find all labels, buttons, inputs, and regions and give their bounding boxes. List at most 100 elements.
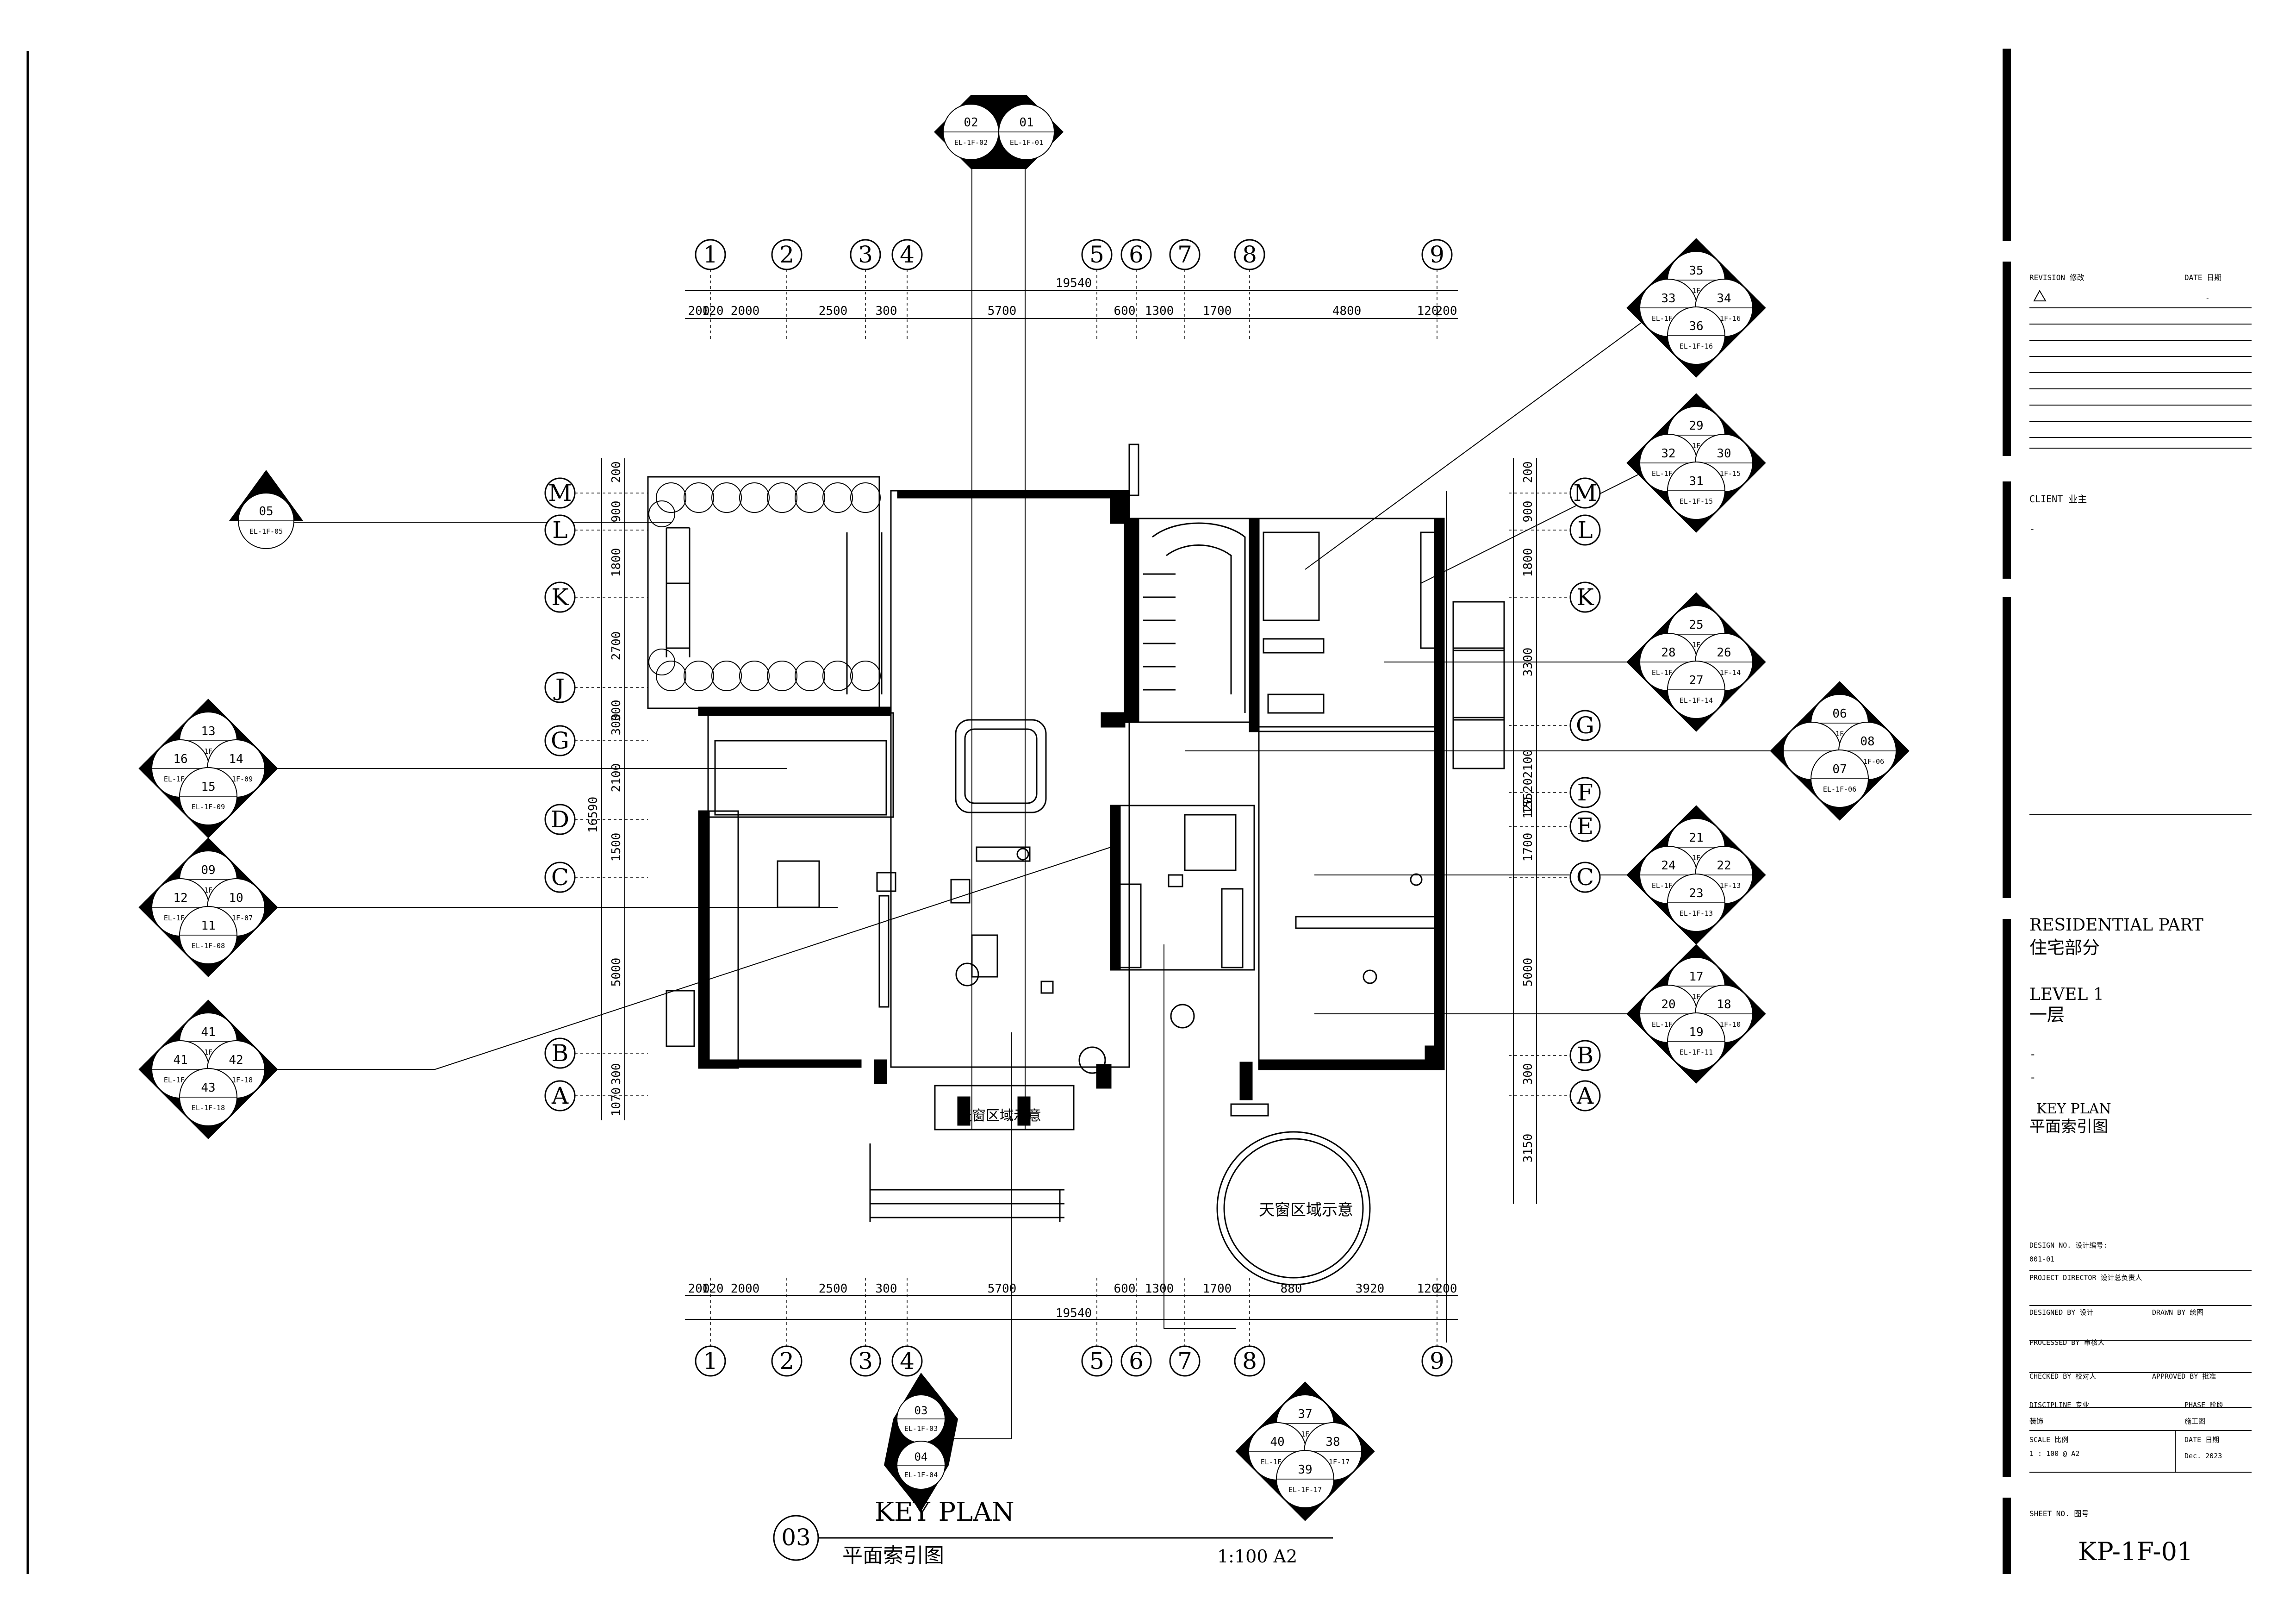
callout-right-5-bottom-num: 23	[1689, 887, 1703, 900]
grid-col-bottom-4-circle	[891, 1345, 923, 1377]
top-total-dim: 19540	[1056, 276, 1092, 290]
designed-by: DESIGNED BY 设计	[2029, 1308, 2093, 1317]
callout-top-pair-a-num: 02	[964, 116, 978, 130]
callout-bottom-center-bottom-ref: EL-1F-17	[1288, 1486, 1322, 1494]
processed-by: PROCESSED BY 审核人	[2029, 1338, 2104, 1347]
grid-col-top-1-circle	[695, 239, 726, 270]
callout-left-2-right-num: 10	[229, 891, 243, 905]
grid-row-left-0-circle	[544, 477, 576, 509]
grid-col-bottom-9-circle	[1421, 1345, 1453, 1377]
grid-col-bottom-8-circle	[1234, 1345, 1265, 1377]
callout-left-3-bottom-num: 43	[201, 1081, 215, 1095]
bottom-dim-2: 2000	[731, 1282, 760, 1296]
grid-col-bottom-5-circle	[1081, 1345, 1113, 1377]
grid-row-right-4: F	[1577, 779, 1593, 806]
left-dim-4: 300	[610, 700, 623, 722]
grid-col-bottom-8: 8	[1242, 1348, 1257, 1374]
grid-row-left-2-circle	[544, 581, 576, 613]
callout-right-2-bottom-ref: EL-1F-15	[1680, 497, 1713, 506]
grid-row-right-0-circle	[1569, 477, 1601, 509]
callout-bottom-pair-b-num: 04	[915, 1450, 928, 1463]
project-name-cn: 住宅部分	[2029, 937, 2100, 958]
grid-col-top-4-circle	[891, 239, 923, 270]
skylight-label-2: 天窗区域示意	[1259, 1201, 1353, 1219]
grid-row-right-6-circle	[1569, 862, 1601, 893]
level-cn: 一层	[2029, 1005, 2065, 1025]
left-total-dim: 16590	[586, 797, 600, 833]
callout-left-1-bottom-ref: EL-1F-09	[192, 803, 225, 811]
grid-col-bottom-9: 9	[1430, 1348, 1444, 1374]
grid-row-left-2: K	[551, 584, 569, 611]
dash-1: -	[2029, 1048, 2036, 1061]
grid-col-bottom-3-circle	[850, 1345, 881, 1377]
grid-col-top-5-circle	[1081, 239, 1113, 270]
callout-right-1-left-num: 33	[1661, 292, 1675, 306]
grid-row-right-1-circle	[1569, 514, 1601, 546]
grid-col-bottom-2: 2	[779, 1348, 794, 1374]
right-dim-4: 2100	[1521, 750, 1535, 779]
callout-right-2-bottom-num: 31	[1689, 475, 1703, 488]
grid-row-left-6-circle	[544, 862, 576, 893]
callout-right-6-top-num: 17	[1689, 970, 1703, 984]
grid-col-bottom-6: 6	[1129, 1348, 1144, 1374]
grid-col-top-2: 2	[779, 241, 794, 268]
grid-row-left-5-circle	[544, 804, 576, 835]
grid-col-top-3-circle	[850, 239, 881, 270]
date2-label: DATE 日期	[2184, 1436, 2219, 1444]
grid-row-right-6: C	[1576, 864, 1594, 891]
courtyard-garden	[647, 476, 880, 709]
grid-col-bottom-4: 4	[900, 1348, 915, 1374]
callout-top-pair-b-num: 01	[1019, 116, 1033, 130]
callout-left-3-right-num: 42	[229, 1053, 243, 1067]
grid-row-left-8: A	[551, 1082, 569, 1109]
callout-left-1-top-num: 13	[201, 725, 215, 738]
callout-left-3-left-num: 41	[173, 1053, 187, 1067]
right-dim-0: 200	[1521, 462, 1535, 483]
callout-bottom-pair-a-num: 03	[915, 1404, 928, 1417]
callout-right-5-bottom-ref: EL-1F-13	[1680, 909, 1713, 918]
top-dim-5: 5700	[988, 304, 1017, 318]
left-dim-3: 2700	[610, 631, 623, 661]
project-name-en: RESIDENTIAL PART	[2029, 916, 2203, 935]
scale-label: SCALE 比例	[2029, 1436, 2068, 1444]
callout-left-1-right-num: 14	[229, 752, 243, 766]
bottom-dim-4: 300	[876, 1282, 897, 1296]
dimension-lines	[601, 290, 1537, 1320]
callout-right-3-left-num: 28	[1661, 646, 1675, 660]
drawing-number-circle	[773, 1515, 819, 1561]
callout-bottom-center-top-num: 37	[1298, 1407, 1312, 1421]
grid-col-bottom-1-circle	[695, 1345, 726, 1377]
callout-left-1-left-num: 16	[173, 752, 187, 766]
left-dim-1: 900	[610, 501, 623, 523]
grid-col-top-5: 5	[1089, 241, 1104, 268]
callout-bottom-pair-a-ref: EL-1F-03	[904, 1424, 938, 1433]
callout-right-2-top-num: 29	[1689, 419, 1703, 433]
grid-row-right-7-circle	[1569, 1040, 1601, 1071]
callout-left-2-bottom-ref: EL-1F-08	[192, 942, 225, 950]
grid-row-right-5-circle	[1569, 811, 1601, 842]
callout-right-3-right-num: 26	[1717, 646, 1731, 660]
top-dim-9: 4800	[1332, 304, 1362, 318]
callout-right-5-left-num: 24	[1661, 859, 1675, 873]
grid-row-right-2: K	[1576, 584, 1594, 611]
grid-col-top-1: 1	[703, 241, 718, 268]
callout-right-1-right-num: 34	[1717, 292, 1731, 306]
callout-top-pair-b-ref: EL-1F-01	[1010, 138, 1043, 147]
grid-row-right-0: M	[1573, 480, 1597, 506]
callout-single-num: 05	[259, 505, 273, 518]
top-dim-2: 2000	[731, 304, 760, 318]
grid-row-left-5: D	[551, 806, 569, 833]
right-dim-7: 5000	[1521, 958, 1535, 987]
left-dim-5: 300	[610, 714, 623, 736]
bottom-dim-7: 1300	[1145, 1282, 1174, 1296]
grid-row-left-0: M	[548, 480, 572, 506]
callout-left-1-bottom-num: 15	[201, 780, 215, 794]
callout-right-4-bottom-ref: EL-1F-06	[1823, 785, 1856, 793]
callout-single-ref: EL-1F-05	[249, 527, 283, 536]
callout-bottom-center-right-num: 38	[1325, 1435, 1340, 1449]
bottom-dim-1: 120	[702, 1282, 724, 1296]
sidebar-title-block: REVISION 修改 DATE 日期 - CLIENT 业主 - RESIDE…	[2029, 273, 2252, 1566]
callout-right-3-top-num: 25	[1689, 618, 1703, 632]
grid-col-top-6-circle	[1120, 239, 1152, 270]
revision-label: REVISION 修改	[2029, 273, 2084, 282]
